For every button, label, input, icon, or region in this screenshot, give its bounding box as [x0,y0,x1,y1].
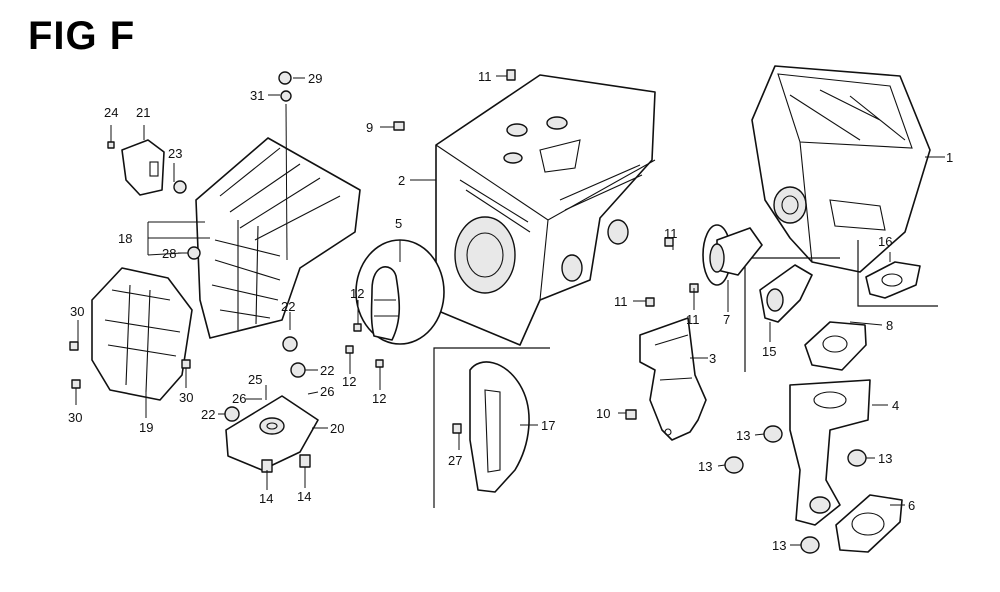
callout-28: 28 [162,246,176,261]
callout-17: 17 [541,418,555,433]
part-21-clip [121,139,165,196]
figure-title: FIG F [28,14,136,58]
part-1-air-cleaner-case [751,65,931,273]
callout-4: 4 [892,398,899,413]
frame-line-16 [857,240,938,307]
callout-25: 25 [248,372,262,387]
callout-12b: 12 [342,374,356,389]
callout-13c: 13 [878,451,892,466]
callout-14b: 14 [297,489,311,504]
callout-11c: 11 [614,294,628,309]
callout-20: 20 [330,421,344,436]
callout-1: 1 [946,150,953,165]
part-5-bellows-boot [355,239,445,345]
callout-26a: 26 [232,391,246,406]
callout-26b: 26 [320,384,334,399]
callout-9: 9 [366,120,373,135]
part-19-lower-cover [91,267,193,401]
callout-labels: 1 2 3 4 5 6 7 8 9 10 11 11 11 11 12 12 1… [68,69,953,553]
callout-21: 21 [136,105,150,120]
callout-30a: 30 [70,304,84,319]
callout-12c: 12 [372,391,386,406]
callout-22c: 22 [201,407,215,422]
part-20-base-plate [225,395,319,471]
callout-14a: 14 [259,491,273,506]
part-4-flange-elbow [789,379,871,526]
frame-line-center [433,347,550,508]
part-3-bracket [639,317,707,441]
part-8-flange-plate [804,321,867,371]
part-2-fan-cover [435,74,656,346]
callout-27: 27 [448,453,462,468]
callout-7: 7 [723,312,730,327]
callout-19: 19 [139,420,153,435]
callout-31: 31 [250,88,264,103]
callout-6: 6 [908,498,915,513]
callout-10: 10 [596,406,610,421]
callout-23: 23 [168,146,182,161]
part-15-elbow [759,264,813,323]
part-18-upper-support [195,137,361,339]
callout-13a: 13 [736,428,750,443]
part-16-gasket [865,261,921,299]
callout-30b: 30 [68,410,82,425]
callout-12a: 12 [350,286,364,301]
callout-18: 18 [118,231,132,246]
callout-22b: 22 [320,363,334,378]
callout-15: 15 [762,344,776,359]
callout-8: 8 [886,318,893,333]
part-6-gasket [835,494,903,553]
part-17-cover-plate [469,361,530,493]
callout-11d: 11 [686,312,700,327]
callout-13d: 13 [772,538,786,553]
callout-30c: 30 [179,390,193,405]
callout-24: 24 [104,105,118,120]
callout-13b: 13 [698,459,712,474]
callout-11b: 11 [664,226,678,241]
callout-22a: 22 [281,299,295,314]
callout-16: 16 [878,234,892,249]
callout-5: 5 [395,216,402,231]
callout-2: 2 [398,173,405,188]
callout-11a: 11 [478,69,492,84]
part-7-collar [702,224,763,286]
leader-lines [75,75,945,546]
callout-3: 3 [709,351,716,366]
callout-29: 29 [308,71,322,86]
